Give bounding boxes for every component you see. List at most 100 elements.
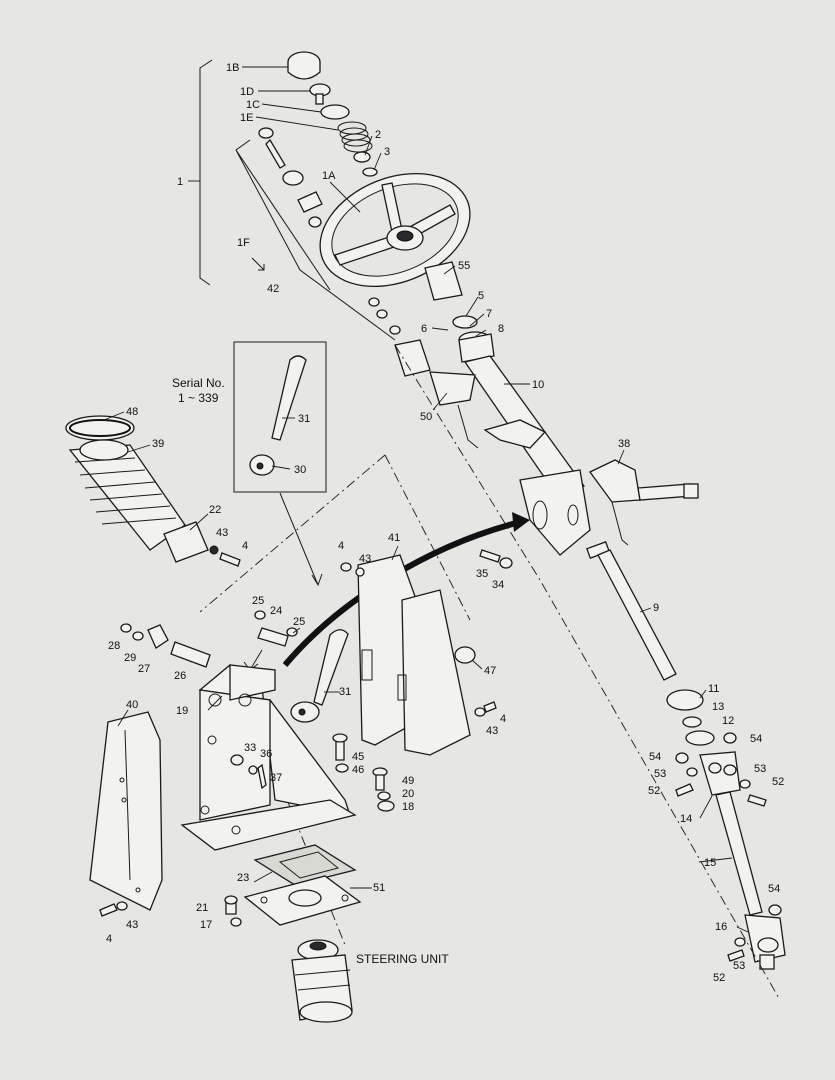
serial-label: Serial No. [172,376,225,390]
shaft-9 [586,541,677,681]
callout-25a: 25 [252,595,264,607]
steering-wheel [319,172,471,288]
serial-range: 1 ~ 339 [178,391,219,405]
callout-40: 40 [126,699,138,711]
callout-21: 21 [196,902,208,914]
callout-8: 8 [498,323,504,335]
callout-1C: 1C [246,99,260,111]
plate-51 [243,875,362,926]
callout-29: 29 [124,652,136,664]
callout-16: 16 [715,921,727,933]
callout-4d: 4 [106,933,112,945]
guide-line-d [271,761,346,946]
panel-40 [89,711,163,911]
callout-37: 37 [270,772,282,784]
washer-1C [320,104,350,120]
callout-48: 48 [126,406,138,418]
gasket-23 [253,844,357,886]
pin-24 [257,627,289,647]
callout-17: 17 [200,919,212,931]
callout-1A: 1A [322,170,336,182]
callout-18: 18 [402,801,414,813]
callout-53a: 53 [654,768,666,780]
serial-inset-box [233,341,327,493]
callout-25b: 25 [293,616,305,628]
cap-1B [287,51,321,80]
callout-13: 13 [712,701,724,713]
callout-4c: 4 [500,713,506,725]
steering-column [424,261,591,556]
callout-47: 47 [484,665,496,677]
callout-22: 22 [209,504,221,516]
guide-line-c [384,454,471,621]
guide-line-b [199,454,386,613]
callout-labels: 1B 1D 1C 1E 1 1A 1F 42 2 3 55 5 7 6 8 10… [106,62,784,984]
callout-2: 2 [375,129,381,141]
callout-43b: 43 [359,553,371,565]
callout-4b: 4 [338,540,344,552]
callout-34: 34 [492,579,504,591]
callout-36: 36 [260,748,272,760]
callout-6: 6 [421,323,427,335]
steering-unit [291,939,353,1023]
horn-button-parts [258,127,323,228]
callout-1D: 1D [240,86,254,98]
callout-49: 49 [402,775,414,787]
callout-19: 19 [176,705,188,717]
ring-12 [685,730,715,746]
callout-7: 7 [486,308,492,320]
callout-43d: 43 [126,919,138,931]
inset-lever-31 [249,355,307,476]
callout-42: 42 [267,283,279,295]
callout-24: 24 [270,605,282,617]
callout-11: 11 [708,683,719,695]
callout-30: 30 [294,464,306,476]
grommet-47 [454,646,476,664]
bracket-42 [235,139,396,341]
boot-39 [65,415,186,551]
callout-31: 31 [339,686,351,698]
callout-33: 33 [244,742,256,754]
bearing-11 [666,689,704,711]
callout-54c: 54 [768,883,780,895]
callout-12: 12 [722,715,734,727]
callout-51: 51 [373,882,385,894]
cap-1D [309,83,331,105]
callout-50: 50 [420,411,432,423]
switch-bracket-50 [394,339,479,449]
callout-14: 14 [680,813,692,825]
nut-2 [353,151,371,163]
u-joint-14 [699,751,741,796]
callout-20: 20 [402,788,414,800]
callout-45: 45 [352,751,364,763]
steering-unit-label: STEERING UNIT [356,952,449,966]
callout-1: 1 [177,176,183,188]
callout-28: 28 [108,640,120,652]
callout-43c: 43 [486,725,498,737]
callout-4a: 4 [242,540,248,552]
callout-1F: 1F [237,237,250,249]
shaft-15 [715,791,763,916]
pin-26 [170,641,211,668]
callout-10: 10 [532,379,544,391]
washer-3 [362,167,378,177]
ring-13 [682,716,702,728]
screws-column-top [368,297,401,335]
panel-41 [357,554,471,756]
callout-1E: 1E [240,112,253,124]
spring-1E [337,121,373,153]
callout-38: 38 [618,438,630,450]
callout-35: 35 [476,568,488,580]
combination-switch-38 [589,459,699,546]
callout-23: 23 [237,872,249,884]
u-joint-16 [744,914,786,970]
callout-3: 3 [384,146,390,158]
callout-52b: 52 [772,776,784,788]
assembly-1-bracket [199,59,213,286]
lever-31 [290,629,349,723]
callout-41: 41 [388,532,400,544]
bolts-u-joint [675,732,782,962]
callout-31-inset: 31 [298,413,310,425]
